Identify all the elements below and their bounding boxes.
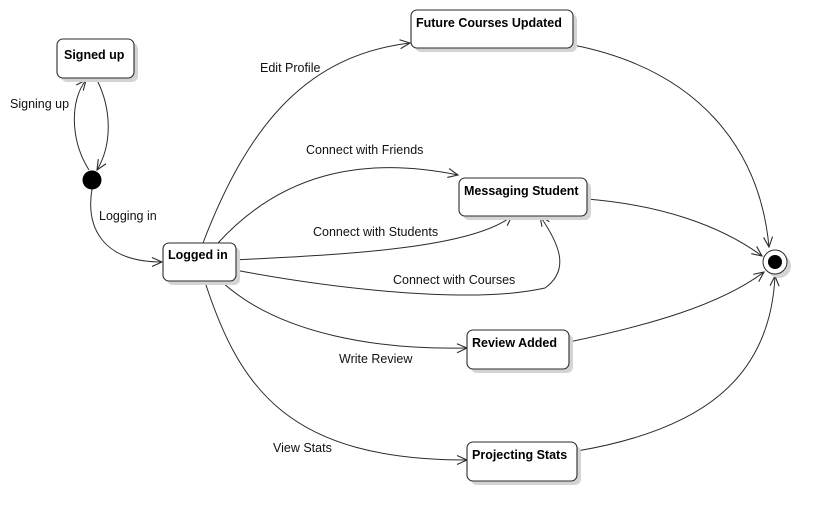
edge-signing-up: [73, 80, 90, 171]
edge-connect-with-students: [234, 216, 512, 261]
state-review-added-label: Review Added: [472, 336, 557, 350]
edge-messaging-to-final: [586, 198, 762, 256]
state-messaging-student-label: Messaging Student: [464, 184, 579, 198]
label-signing-up: Signing up: [10, 97, 69, 111]
label-logging-in: Logging in: [99, 209, 157, 223]
state-projecting-stats: Projecting Stats: [466, 441, 581, 485]
state-logged-in-label: Logged in: [168, 248, 228, 262]
label-connect-with-friends: Connect with Friends: [306, 143, 423, 157]
state-signed-up: Signed up: [56, 38, 138, 82]
label-view-stats: View Stats: [273, 441, 332, 455]
edge-connect-with-courses: [234, 216, 561, 296]
initial-node: [82, 170, 102, 190]
edge-signed-up-to-initial: [97, 79, 109, 170]
label-edit-profile: Edit Profile: [260, 61, 320, 75]
state-future-courses-updated: Future Courses Updated: [410, 9, 577, 52]
edge-write-review: [221, 281, 467, 348]
state-logged-in: Logged in: [162, 242, 240, 285]
edge-logging-in: [90, 188, 162, 262]
edge-connect-with-friends: [217, 167, 458, 244]
edge-view-stats: [204, 281, 467, 460]
state-projecting-stats-label: Projecting Stats: [472, 448, 567, 462]
edge-review-to-final: [568, 272, 764, 343]
edge-edit-profile: [202, 43, 410, 244]
state-future-courses-updated-label: Future Courses Updated: [416, 16, 562, 30]
label-connect-with-courses: Connect with Courses: [393, 273, 515, 287]
state-review-added: Review Added: [466, 329, 573, 373]
edge-future-courses-to-final: [572, 44, 769, 247]
label-connect-with-students: Connect with Students: [313, 225, 438, 239]
final-node: [762, 249, 788, 275]
state-messaging-student: Messaging Student: [458, 177, 591, 220]
label-write-review: Write Review: [339, 352, 413, 366]
edge-stats-to-final: [576, 276, 775, 452]
state-signed-up-label: Signed up: [64, 48, 125, 62]
